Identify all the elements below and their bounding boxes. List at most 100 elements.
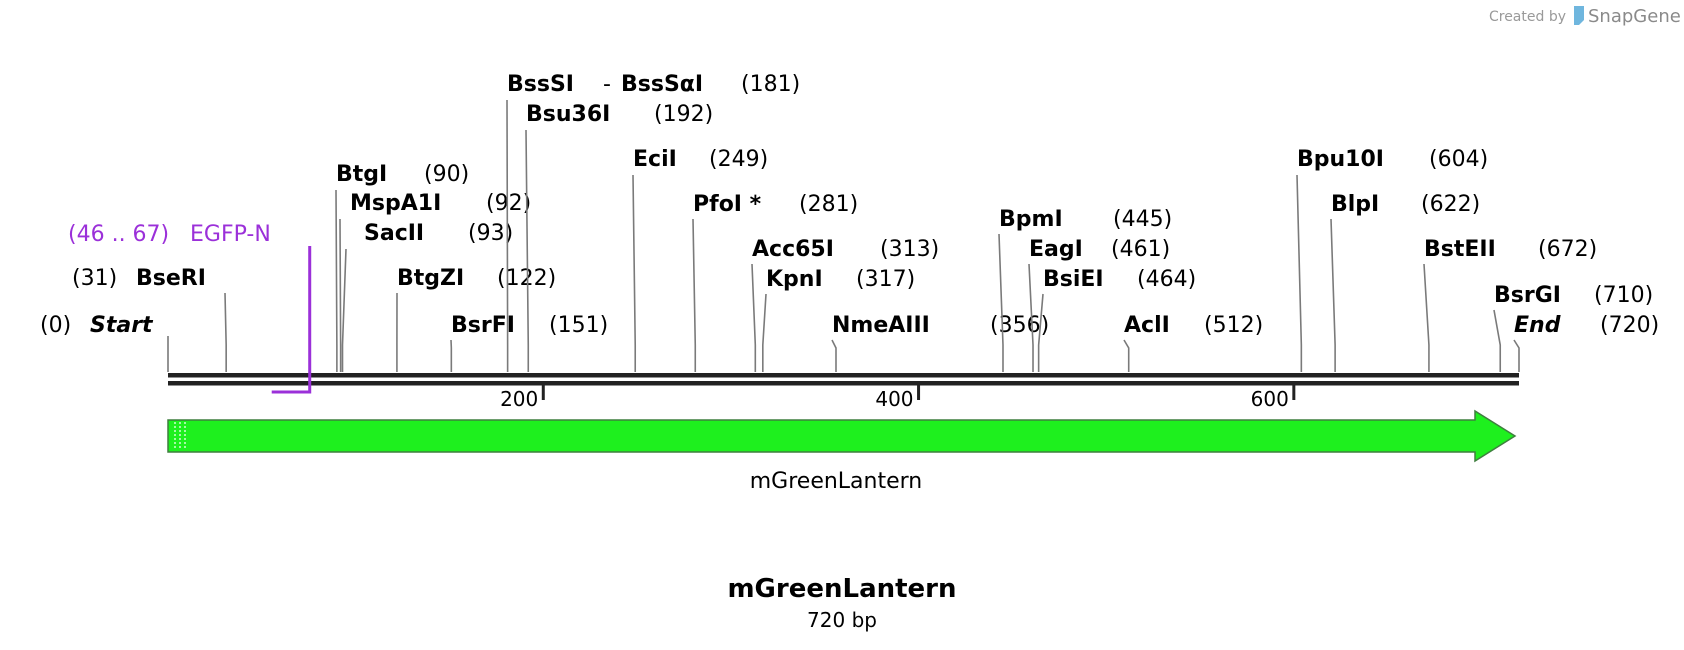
site-position: (622) bbox=[1421, 192, 1480, 217]
site-name: SacII bbox=[364, 221, 424, 246]
site-cut-line bbox=[341, 248, 347, 372]
site-name: NmeAIII bbox=[832, 313, 930, 338]
backbone-bottom-strand bbox=[168, 381, 1519, 386]
site-name: AclI bbox=[1124, 313, 1170, 338]
site-name: BseRI bbox=[136, 266, 206, 291]
site-name: BstEII bbox=[1424, 237, 1496, 262]
site-bpmi[interactable]: BpmI (445) bbox=[998, 207, 1172, 372]
site-position: (92) bbox=[486, 191, 531, 216]
snapgene-logo-icon bbox=[1574, 6, 1584, 25]
site-cut-line bbox=[998, 233, 1004, 372]
site-ecii[interactable]: EciI (249) bbox=[632, 147, 768, 372]
site-pfoi[interactable]: PfoI *(281) bbox=[692, 192, 858, 372]
site-name: BtgZI bbox=[397, 266, 464, 291]
site-bseri[interactable]: (31) BseRI bbox=[72, 266, 227, 372]
credit-prefix: Created by bbox=[1489, 9, 1566, 25]
site-name: EciI bbox=[633, 147, 677, 172]
site-sacii[interactable]: SacII (93) bbox=[341, 221, 514, 372]
site-acli[interactable]: AclI (512) bbox=[1123, 313, 1263, 372]
credit-brand: SnapGene bbox=[1588, 6, 1681, 27]
primer-name: EGFP-N bbox=[190, 222, 271, 247]
site-cut-line bbox=[751, 263, 757, 372]
site-start[interactable]: (0) Start bbox=[40, 313, 169, 372]
site-bsu36i[interactable]: Bsu36I (192) bbox=[525, 102, 713, 372]
site-end[interactable]: End (720) bbox=[1513, 313, 1659, 372]
site-name: PfoI * bbox=[693, 192, 762, 217]
site-cut-line bbox=[1028, 263, 1034, 372]
site-name: End bbox=[1514, 313, 1561, 338]
feature-arrow[interactable] bbox=[167, 409, 1517, 463]
site-acc65i[interactable]: Acc65I (313) bbox=[751, 237, 939, 372]
site-name: Bpu10I bbox=[1297, 147, 1384, 172]
site-position: (445) bbox=[1113, 207, 1172, 232]
site-cut-line bbox=[1330, 218, 1336, 372]
site-name: BtgI bbox=[336, 162, 387, 187]
sequence-title: mGreenLantern bbox=[727, 574, 956, 604]
site-btgi[interactable]: BtgI (90) bbox=[335, 162, 469, 372]
site-position: (720) bbox=[1600, 313, 1659, 338]
site-name: EagI bbox=[1029, 237, 1083, 262]
site-cut-line bbox=[762, 293, 767, 372]
site-name-isoschizomer: BssSαI bbox=[621, 72, 703, 97]
site-cut-line bbox=[224, 292, 227, 372]
site-separator: - bbox=[603, 72, 611, 97]
site-position: (313) bbox=[880, 237, 939, 262]
site-name: BsrGI bbox=[1494, 283, 1561, 308]
site-cut-line bbox=[1037, 293, 1044, 372]
site-name: Acc65I bbox=[752, 237, 834, 262]
site-name: BssSI bbox=[507, 72, 574, 97]
site-cut-line bbox=[831, 339, 837, 372]
site-name: KpnI bbox=[766, 267, 823, 292]
site-cut-line bbox=[1123, 339, 1130, 372]
site-bsteii[interactable]: BstEII (672) bbox=[1423, 237, 1597, 372]
site-position: (192) bbox=[654, 102, 713, 127]
site-cut-line bbox=[1423, 263, 1430, 372]
site-position: (93) bbox=[468, 221, 513, 246]
site-bsrgi[interactable]: BsrGI (710) bbox=[1493, 283, 1653, 372]
site-position: (604) bbox=[1429, 147, 1488, 172]
site-name: Bsu36I bbox=[526, 102, 610, 127]
site-nmeaiii[interactable]: NmeAIII(356) bbox=[831, 313, 1049, 372]
site-bpu10i[interactable]: Bpu10I (604) bbox=[1296, 147, 1488, 372]
site-cut-line bbox=[525, 129, 530, 372]
ruler-tick-label: 600 bbox=[1251, 387, 1289, 411]
site-name: Start bbox=[90, 313, 154, 338]
site-position: (181) bbox=[741, 72, 800, 97]
primer-bracket[interactable] bbox=[271, 246, 312, 394]
sequence-length: 720 bp bbox=[807, 608, 877, 632]
site-position: (512) bbox=[1204, 313, 1263, 338]
site-cut-line bbox=[1493, 309, 1502, 372]
site-position: (249) bbox=[709, 147, 768, 172]
site-cut-line bbox=[1296, 174, 1303, 372]
site-bsiei[interactable]: BsiEI(464) bbox=[1037, 267, 1197, 372]
backbone-top-strand bbox=[168, 373, 1519, 378]
site-mspa1i[interactable]: MspA1I(92) bbox=[339, 191, 531, 372]
site-blpi[interactable]: BlpI(622) bbox=[1330, 192, 1480, 372]
site-name: BpmI bbox=[999, 207, 1063, 232]
primer-range: (46 .. 67) bbox=[68, 222, 169, 247]
site-position: (90) bbox=[424, 162, 469, 187]
site-bsrfi[interactable]: BsrFI(151) bbox=[450, 313, 608, 372]
sequence-backbone bbox=[168, 373, 1519, 386]
site-position: (672) bbox=[1538, 237, 1597, 262]
site-position: (31) bbox=[72, 266, 117, 291]
ruler-tick-label: 400 bbox=[875, 387, 913, 411]
site-eagi[interactable]: EagI (461) bbox=[1028, 237, 1170, 372]
site-cut-line bbox=[339, 218, 342, 372]
feature-mgreenlantern[interactable]: mGreenLantern bbox=[167, 409, 1517, 494]
site-name: BsrFI bbox=[451, 313, 515, 338]
site-kpni[interactable]: KpnI (317) bbox=[762, 267, 915, 372]
site-position: (461) bbox=[1111, 237, 1170, 262]
site-cut-line bbox=[335, 189, 338, 372]
site-position: (0) bbox=[40, 313, 71, 338]
site-bsssi[interactable]: BssSI -BssSαI (181) bbox=[506, 72, 800, 372]
site-cut-line bbox=[632, 174, 637, 372]
site-position: (710) bbox=[1594, 283, 1653, 308]
site-position: (122) bbox=[497, 266, 556, 291]
site-cut-line bbox=[1513, 339, 1520, 372]
site-name: BsiEI bbox=[1043, 267, 1104, 292]
site-position: (317) bbox=[856, 267, 915, 292]
feature-label: mGreenLantern bbox=[750, 469, 923, 494]
